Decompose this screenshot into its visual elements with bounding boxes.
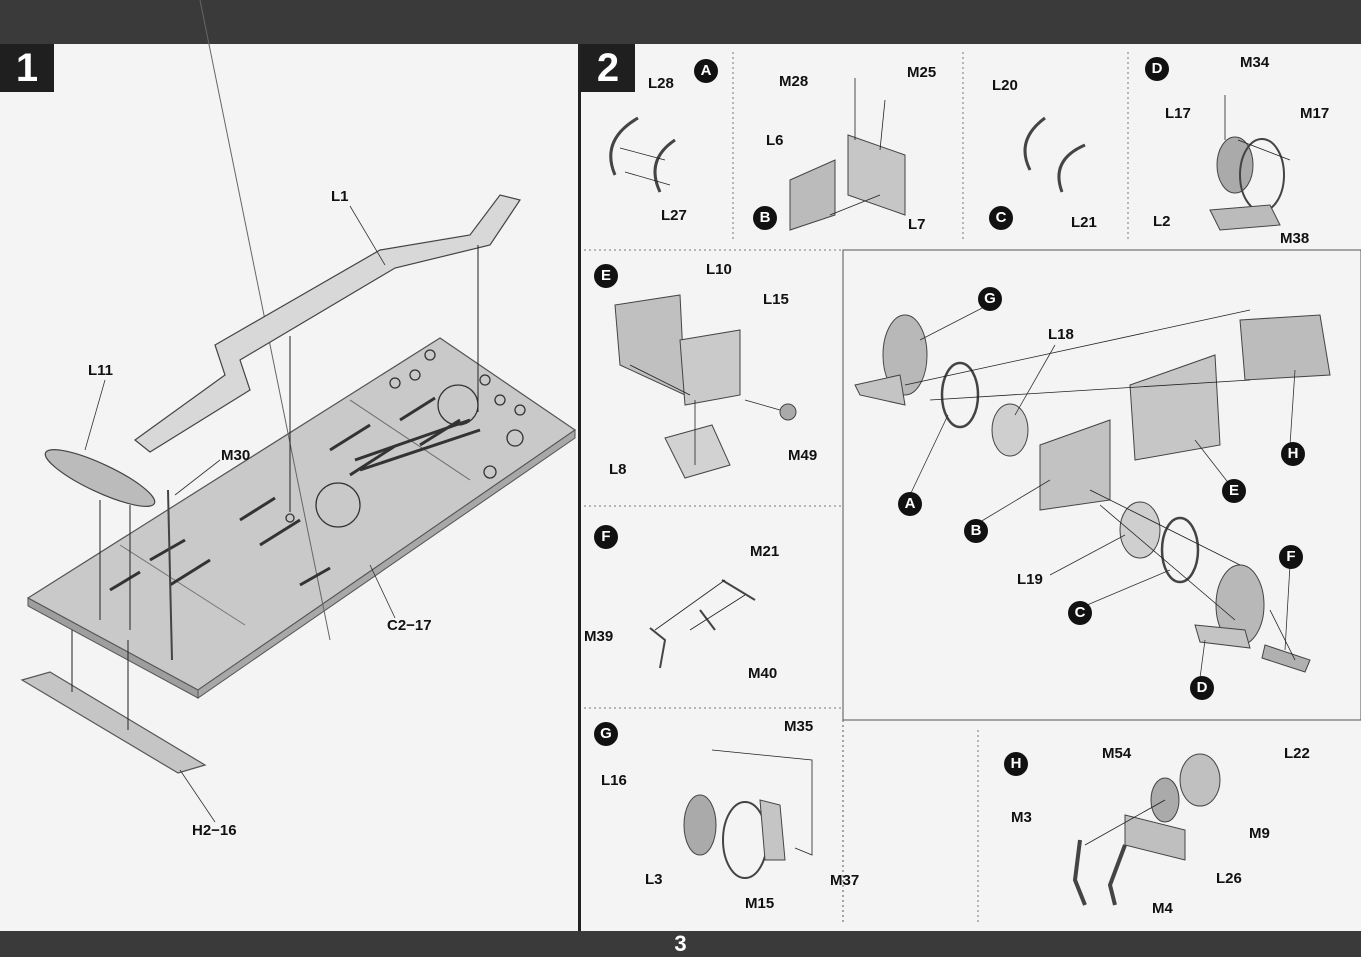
badge-f: F bbox=[594, 525, 618, 549]
main-badge-h: H bbox=[1281, 442, 1305, 466]
page-number: 3 bbox=[0, 931, 1361, 957]
badge-h: H bbox=[1004, 752, 1028, 776]
label-m3: M3 bbox=[1011, 809, 1032, 826]
label-l22: L22 bbox=[1284, 745, 1310, 762]
main-badge-b: B bbox=[964, 519, 988, 543]
label-m38: M38 bbox=[1280, 230, 1310, 247]
main-badge-f: F bbox=[1279, 545, 1303, 569]
label-h2-16: H2−16 bbox=[192, 822, 237, 839]
main-badge-d: D bbox=[1190, 676, 1214, 700]
label-l15: L15 bbox=[763, 291, 789, 308]
label-m30: M30 bbox=[221, 447, 251, 464]
label-m37: M37 bbox=[830, 872, 860, 889]
badge-e: E bbox=[594, 264, 618, 288]
label-m35: M35 bbox=[784, 718, 814, 735]
step-2-number: 2 bbox=[581, 44, 635, 92]
label-m39: M39 bbox=[584, 628, 614, 645]
label-l16: L16 bbox=[601, 772, 627, 789]
label-l10: L10 bbox=[706, 261, 732, 278]
label-m4: M4 bbox=[1152, 900, 1173, 917]
badge-b: B bbox=[753, 206, 777, 230]
label-m9: M9 bbox=[1249, 825, 1270, 842]
label-l21: L21 bbox=[1071, 214, 1097, 231]
label-l20: L20 bbox=[992, 77, 1018, 94]
label-l26: L26 bbox=[1216, 870, 1242, 887]
label-m17: M17 bbox=[1300, 105, 1330, 122]
label-m21: M21 bbox=[750, 543, 780, 560]
label-m25: M25 bbox=[907, 64, 937, 81]
label-l19: L19 bbox=[1017, 571, 1043, 588]
label-m34: M34 bbox=[1240, 54, 1270, 71]
step-1-drawing bbox=[20, 0, 577, 823]
label-l27: L27 bbox=[661, 207, 687, 224]
label-l1: L1 bbox=[331, 188, 349, 205]
label-m15: M15 bbox=[745, 895, 775, 912]
main-badge-c: C bbox=[1068, 601, 1092, 625]
label-l8: L8 bbox=[609, 461, 627, 478]
label-m40: M40 bbox=[748, 665, 778, 682]
label-m54: M54 bbox=[1102, 745, 1132, 762]
main-badge-e: E bbox=[1222, 479, 1246, 503]
label-l3: L3 bbox=[645, 871, 663, 888]
label-l17: L17 bbox=[1165, 105, 1191, 122]
panel-divider bbox=[578, 44, 581, 931]
label-l2: L2 bbox=[1153, 213, 1171, 230]
label-l28: L28 bbox=[648, 75, 674, 92]
label-c2-17: C2−17 bbox=[387, 617, 432, 634]
badge-d: D bbox=[1145, 57, 1169, 81]
badge-c: C bbox=[989, 206, 1013, 230]
label-l11: L11 bbox=[88, 362, 114, 379]
main-badge-g: G bbox=[978, 287, 1002, 311]
badge-g: G bbox=[594, 722, 618, 746]
top-bar bbox=[0, 0, 1361, 44]
label-m28: M28 bbox=[779, 73, 809, 90]
step-2-drawing bbox=[584, 52, 1361, 925]
label-l7: L7 bbox=[908, 216, 926, 233]
main-badge-a: A bbox=[898, 492, 922, 516]
badge-a: A bbox=[694, 59, 718, 83]
label-l6: L6 bbox=[766, 132, 784, 149]
step-1-number: 1 bbox=[0, 44, 54, 92]
label-l18: L18 bbox=[1048, 326, 1074, 343]
label-m49: M49 bbox=[788, 447, 818, 464]
